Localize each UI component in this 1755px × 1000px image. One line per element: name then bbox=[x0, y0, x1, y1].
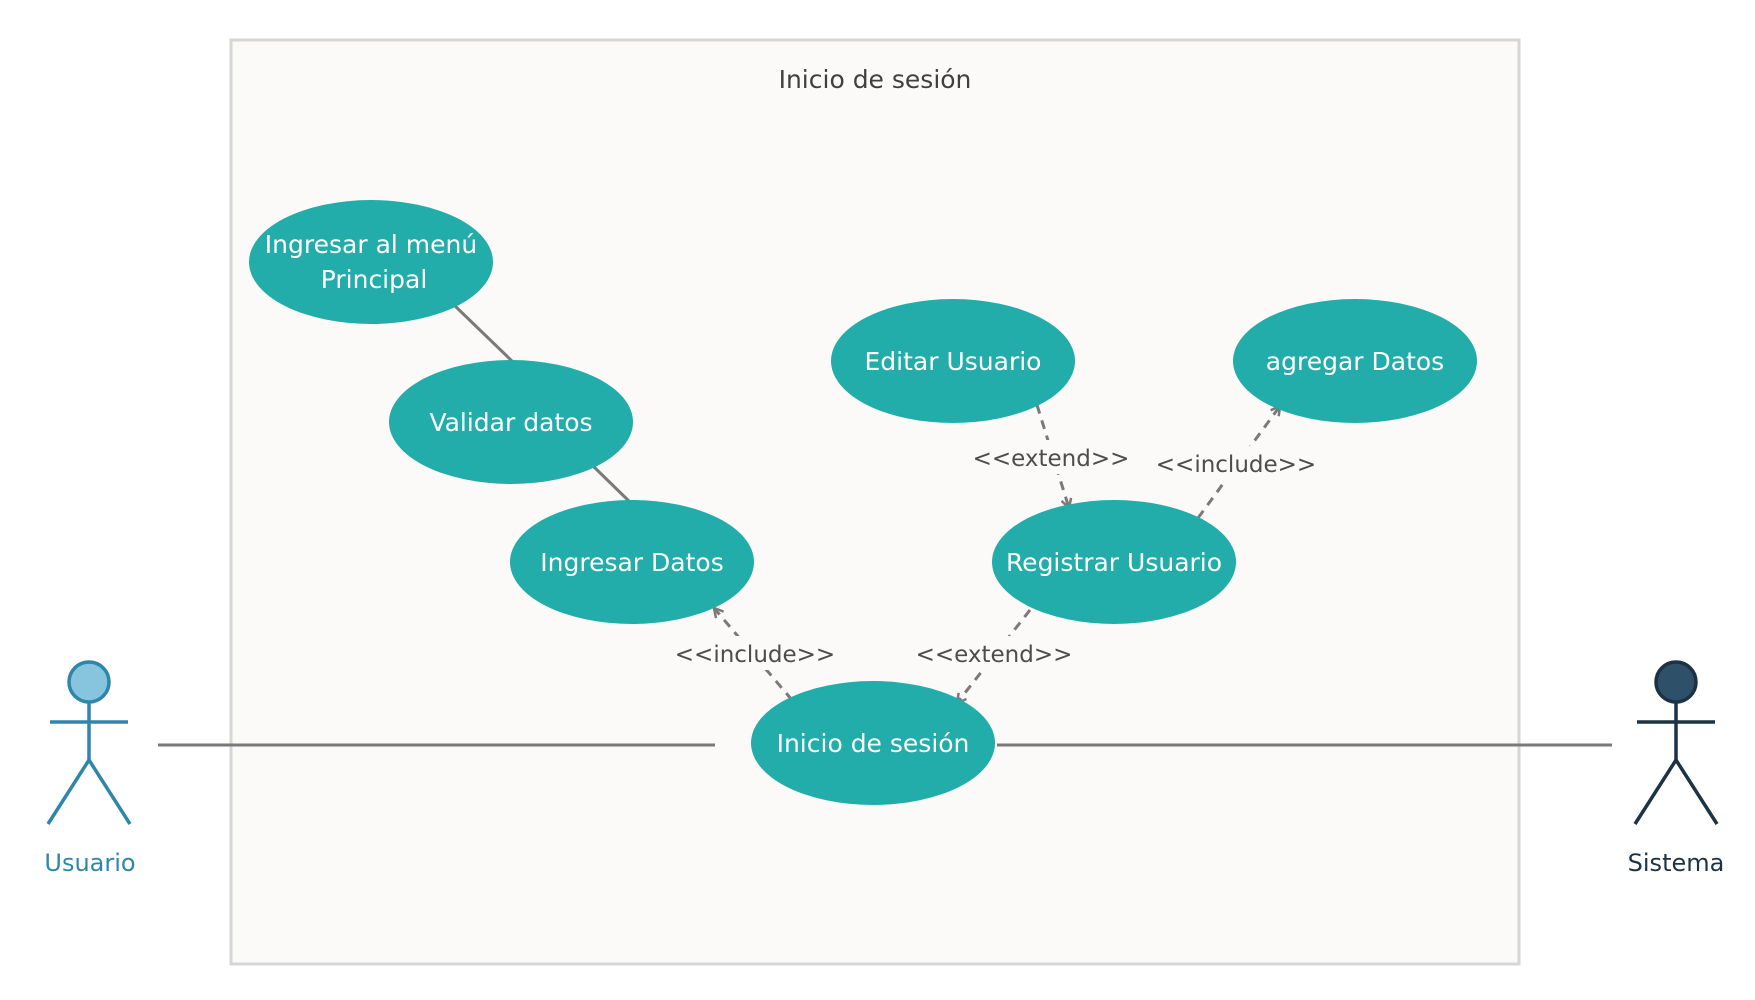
actor-sistema-label: Sistema bbox=[1628, 849, 1725, 877]
use-case-registrar-usuario-label: Registrar Usuario bbox=[1006, 548, 1222, 577]
extend-label-bg-2 bbox=[976, 440, 1126, 474]
use-case-editar-usuario-label: Editar Usuario bbox=[865, 347, 1042, 376]
extend-label-bg-1 bbox=[918, 636, 1068, 670]
extend-label-editar: <<extend>> bbox=[973, 446, 1130, 472]
include-label-agregar: <<include>> bbox=[1156, 452, 1316, 478]
include-arrow-ingresar-datos bbox=[714, 608, 794, 701]
use-case-validar-datos-label: Validar datos bbox=[429, 408, 592, 437]
extend-arrow-registrar-inicio bbox=[957, 609, 1032, 703]
use-case-inicio-sesion[interactable]: Inicio de sesión bbox=[751, 681, 995, 805]
use-case-agregar-datos-label: agregar Datos bbox=[1266, 347, 1444, 376]
actor-sistema[interactable] bbox=[1633, 660, 1719, 825]
actor-usuario-label: Usuario bbox=[44, 849, 135, 877]
use-case-inicio-sesion-label: Inicio de sesión bbox=[777, 729, 970, 758]
use-case-agregar-datos[interactable]: agregar Datos bbox=[1233, 299, 1477, 423]
association-validar-ingresar bbox=[591, 464, 635, 507]
use-case-validar-datos[interactable]: Validar datos bbox=[389, 360, 633, 484]
use-case-ingresar-menu-line2: Principal bbox=[321, 265, 428, 294]
actor-sistema-head bbox=[1654, 660, 1698, 704]
extend-label-registrar: <<extend>> bbox=[916, 642, 1073, 668]
use-case-editar-usuario[interactable]: Editar Usuario bbox=[831, 299, 1075, 423]
use-case-ingresar-menu-line1: Ingresar al menú bbox=[265, 230, 477, 259]
association-menu-validar bbox=[452, 303, 515, 364]
include-label-bg-1 bbox=[678, 636, 832, 670]
actor-usuario-head bbox=[67, 660, 111, 704]
use-case-ingresar-datos[interactable]: Ingresar Datos bbox=[510, 500, 754, 624]
system-boundary bbox=[229, 38, 1521, 966]
use-case-ingresar-menu[interactable]: Ingresar al menú Principal bbox=[249, 200, 493, 324]
include-label-ingresar-datos: <<include>> bbox=[675, 642, 835, 668]
use-case-registrar-usuario[interactable]: Registrar Usuario bbox=[992, 500, 1236, 624]
system-title: Inicio de sesión bbox=[779, 65, 972, 94]
actor-usuario[interactable] bbox=[46, 660, 132, 825]
use-case-ingresar-datos-label: Ingresar Datos bbox=[540, 548, 723, 577]
include-label-bg-2 bbox=[1160, 446, 1312, 480]
